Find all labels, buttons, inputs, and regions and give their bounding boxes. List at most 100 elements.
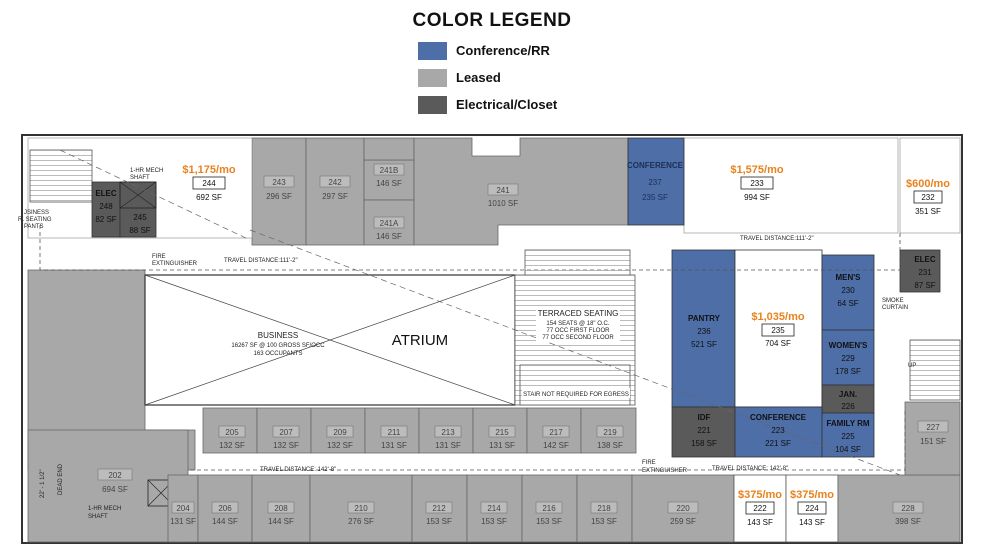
room-sf-233: 994 SF	[744, 193, 770, 202]
legend-swatch-conference	[418, 42, 447, 60]
sf-225: 104 SF	[835, 445, 861, 454]
num-230: 230	[841, 286, 855, 295]
svg-text:210: 210	[354, 504, 368, 513]
svg-text:144 SF: 144 SF	[212, 517, 238, 526]
svg-text:206: 206	[218, 504, 232, 513]
svg-text:243: 243	[272, 178, 286, 187]
room-233[interactable]	[683, 137, 899, 234]
legend-label-electrical: Electrical/Closet	[456, 97, 558, 112]
svg-text:694 SF: 694 SF	[102, 485, 128, 494]
svg-text:1010 SF: 1010 SF	[488, 199, 518, 208]
room-229-womens[interactable]	[821, 329, 875, 386]
sf-221: 158 SF	[691, 439, 717, 448]
svg-text:212: 212	[432, 504, 446, 513]
svg-text:259 SF: 259 SF	[670, 517, 696, 526]
room-sf-224: 143 SF	[799, 518, 825, 527]
num-225: 225	[841, 432, 855, 441]
label-204: 204 131 SF	[170, 501, 196, 526]
dimension-left: 22' - 1 1/2"	[40, 469, 46, 498]
room-num-244: 244	[202, 179, 216, 188]
room-245	[119, 181, 157, 238]
label-207: 207 132 SF	[272, 425, 300, 450]
num-226-jan: 226	[841, 402, 855, 411]
room-sf-235: 704 SF	[765, 339, 791, 348]
mech-shaft-bottom-label-1: 1-HR MECH	[88, 506, 121, 512]
sf-237: 235 SF	[642, 193, 668, 202]
svg-text:227: 227	[926, 423, 940, 432]
svg-text:204: 204	[176, 504, 190, 513]
room-num-222: 222	[753, 504, 767, 513]
legend-label-conference: Conference/RR	[456, 43, 550, 58]
svg-text:242: 242	[328, 178, 342, 187]
travel-top-left: TRAVEL DISTANCE:111'-2"	[224, 258, 298, 264]
travel-bottom-left: TRAVEL DISTANCE: 142'-8"	[260, 467, 336, 473]
stair-east	[909, 339, 961, 401]
label-221: IDF	[698, 413, 711, 422]
legend-swatch-leased	[418, 69, 447, 87]
price-233: $1,575/mo	[730, 164, 783, 176]
svg-text:219: 219	[603, 428, 617, 437]
label-210: 210 276 SF	[347, 501, 375, 526]
stair-atrium-top	[524, 249, 631, 276]
svg-text:398 SF: 398 SF	[895, 517, 921, 526]
label-212: 212 153 SF	[425, 501, 453, 526]
room-sf-222: 143 SF	[747, 518, 773, 527]
price-232: $600/mo	[906, 178, 950, 190]
price-244: $1,175/mo	[182, 164, 235, 176]
num-229: 229	[841, 354, 855, 363]
room-227[interactable]	[904, 401, 961, 476]
legend-swatch-electrical	[418, 96, 447, 114]
svg-text:211: 211	[388, 428, 401, 437]
room-221-idf[interactable]	[671, 406, 736, 458]
mech-shaft-bottom-label-2: SHAFT	[88, 514, 108, 520]
svg-text:131 SF: 131 SF	[489, 441, 515, 450]
label-229: WOMEN'S	[829, 341, 868, 350]
room-217[interactable]	[526, 407, 582, 454]
business-cut-3: PANTS	[24, 224, 44, 230]
svg-text:131 SF: 131 SF	[435, 441, 461, 450]
svg-text:205: 205	[225, 428, 239, 437]
num-231: 231	[918, 268, 932, 277]
svg-text:132 SF: 132 SF	[327, 441, 353, 450]
room-225-family[interactable]	[821, 412, 875, 458]
room-226-janitor[interactable]	[821, 384, 875, 414]
room-241b-upper	[363, 137, 415, 161]
room-231-elec	[899, 249, 941, 293]
price-224: $375/mo	[790, 489, 834, 501]
svg-text:213: 213	[441, 428, 455, 437]
business-title: BUSINESS	[258, 331, 298, 340]
svg-text:209: 209	[333, 428, 347, 437]
room-223-conference[interactable]	[734, 406, 823, 458]
svg-text:214: 214	[487, 504, 501, 513]
svg-text:153 SF: 153 SF	[426, 517, 452, 526]
stair-northwest	[29, 149, 93, 203]
mech-shaft-top	[119, 181, 157, 209]
terraced-title: TERRACED SEATING	[538, 309, 619, 318]
room-202[interactable]	[27, 429, 189, 543]
room-230-mens[interactable]	[821, 254, 875, 331]
svg-text:131 SF: 131 SF	[170, 517, 196, 526]
svg-text:131 SF: 131 SF	[381, 441, 407, 450]
label-211: 211 131 SF	[380, 425, 408, 450]
room-num-235: 235	[771, 326, 785, 335]
svg-text:132 SF: 132 SF	[273, 441, 299, 450]
svg-text:144 SF: 144 SF	[268, 517, 294, 526]
num-223: 223	[771, 426, 785, 435]
room-237-conference[interactable]	[627, 137, 685, 226]
label-236: PANTRY	[688, 314, 721, 323]
svg-text:207: 207	[279, 428, 293, 437]
dead-end-label: DEAD END	[58, 463, 64, 495]
room-sf-232: 351 SF	[915, 207, 941, 216]
svg-text:297 SF: 297 SF	[322, 192, 348, 201]
fire-ext-top-1: FIRE	[152, 254, 166, 260]
svg-text:276 SF: 276 SF	[348, 517, 374, 526]
room-232[interactable]	[899, 137, 961, 234]
svg-text:241A: 241A	[380, 219, 399, 228]
